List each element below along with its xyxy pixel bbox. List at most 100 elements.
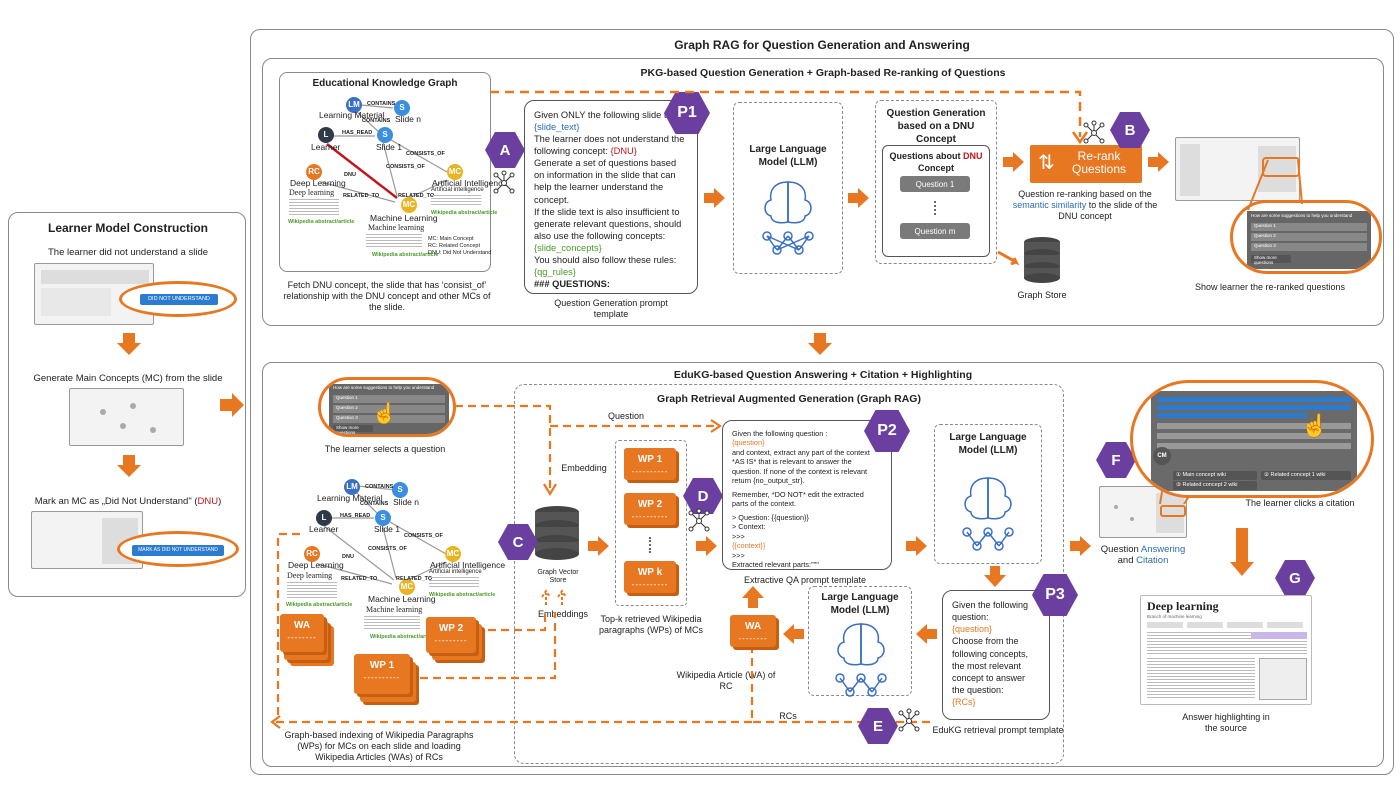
did-not-understand-button[interactable]: DID NOT UNDERSTAND <box>140 294 218 305</box>
select-question-oval: How are some suggestions to help you und… <box>318 377 456 437</box>
wp-k-card: WP k---------- <box>624 561 676 593</box>
wa-caption: Wikipedia Article (WA) of RC <box>676 670 776 691</box>
suggest-question-3[interactable]: Question 3 <box>1251 243 1367 251</box>
suggestions-oval: How are some suggestions to help you und… <box>1230 200 1382 274</box>
graph-icon-e <box>898 708 920 732</box>
llm-qa-icon <box>962 477 1014 551</box>
retrieval-prompt-box: Given the following question: {question}… <box>942 590 1050 720</box>
select-question-2[interactable]: Question 2 <box>333 405 445 413</box>
highlight-caption: Answer highlighting in the source <box>1182 712 1270 733</box>
citation-related-2[interactable]: ③ Related concept 2 wiki <box>1173 481 1257 490</box>
kg-edge-consists-of-1: CONSISTS_OF <box>406 151 445 157</box>
index-caption: Graph-based indexing of Wikipedia Paragr… <box>284 730 474 762</box>
badge-p2: P2 <box>864 410 910 452</box>
citation-panel: CM ① Main concept wiki ② Related concept… <box>1151 391 1357 491</box>
llm-retr-icon <box>835 623 887 697</box>
kg-edges-bottom <box>317 485 447 585</box>
suggest-more[interactable]: Show more questions <box>1251 255 1291 265</box>
suggest-question-2[interactable]: Question 2 <box>1251 233 1367 241</box>
kg2-node-lm: LM <box>344 479 360 495</box>
learner-model-step1: The learner did not understand a slide <box>47 247 209 258</box>
kg-text-deep-learning: Deep learning <box>289 188 335 197</box>
show-caption: Show learner the re-ranked questions <box>1194 282 1346 292</box>
fetch-caption: Fetch DNU concept, the slide that has ‘c… <box>283 280 491 312</box>
wp1-card-left: WP 1---------- <box>354 654 410 694</box>
kg-node-learner: L <box>318 127 334 143</box>
kg-wiki-lines-ml <box>366 234 422 248</box>
select-caption: The learner selects a question <box>324 444 446 454</box>
kg-label-learning-material: Learning Material <box>319 110 385 120</box>
citation-cm-avatar: CM <box>1153 447 1171 465</box>
topk-caption: Top-k retrieved Wikipedia paragraphs (WP… <box>598 614 704 635</box>
badge-e: E <box>858 708 898 744</box>
click-caption: The learner clicks a citation <box>1245 498 1355 508</box>
select-panel-title: How are some suggestions to help you und… <box>333 385 435 390</box>
arrow-rerank-to-show <box>1148 152 1169 172</box>
select-question-3[interactable]: Question 3 <box>333 415 445 423</box>
hand-cursor-icon: ☝ <box>372 403 397 425</box>
suggest-question-1[interactable]: Question 1 <box>1251 223 1367 231</box>
wiki-page: Deep learning Branch of machine learning <box>1140 595 1312 705</box>
kg2-label-deep-learning: Deep Learning <box>288 560 344 570</box>
kg-label-learner: Learner <box>311 142 341 152</box>
citation-main-concept[interactable]: ① Main concept wiki <box>1173 471 1257 480</box>
select-question-1[interactable]: Question 1 <box>333 395 445 403</box>
arrow-llm-down <box>984 566 1006 587</box>
kg-node-lm: LM <box>346 97 362 113</box>
arrow-wa-up <box>742 586 764 608</box>
kg-node-rc: RC <box>306 164 322 180</box>
kg-wiki-lines-ai <box>431 195 481 207</box>
arrow-qgen-to-store <box>997 250 1020 266</box>
kg2-wiki-lines-ml <box>364 616 420 630</box>
arrow-to-highlight <box>1230 528 1254 576</box>
llm-retr-box <box>808 586 912 696</box>
kg2-wiki-lines-ai <box>429 577 479 589</box>
select-more[interactable]: Show more questions <box>333 425 373 434</box>
kg2-edge-consists-of-1: CONSISTS_OF <box>404 533 443 539</box>
wiki-page-title: Deep learning <box>1147 599 1219 613</box>
kg-edge-related-to-1: RELATED_TO <box>343 193 380 199</box>
kg2-text-deep-learning: Deep learning <box>287 571 333 580</box>
graph-icon-d <box>688 508 710 532</box>
select-question-panel: How are some suggestions to help you und… <box>329 384 449 434</box>
llm-qa-label: Large Language Model (LLM) <box>949 432 1027 456</box>
kg2-text-ml: Machine learning <box>366 605 423 614</box>
kg-wiki-dl: Wikipedia abstract/article <box>288 219 355 225</box>
rerank-arrows-icon: ⇅ <box>1038 152 1055 174</box>
arrow-panel-down <box>808 333 832 355</box>
kg2-wiki-lines-dl <box>287 582 337 598</box>
wa-card-left: WA-------- <box>280 614 324 652</box>
wp-2-card: WP 2---------- <box>624 493 676 525</box>
mark-dnu-oval: MARK AS DID NOT UNDERSTAND <box>117 531 239 567</box>
kg2-edge-related-to-2: RELATED_TO <box>396 576 433 582</box>
question-label: Question <box>607 411 645 421</box>
dashed-question-path <box>455 404 722 497</box>
kg-label-ml: Machine Learning <box>370 213 438 223</box>
kg-wiki-ml: Wikipedia abstract/article <box>372 252 439 258</box>
arrow-prompt-to-llm <box>704 188 725 208</box>
questions-ellipsis <box>934 201 936 215</box>
wiki-page-subtitle: Branch of machine learning <box>1147 614 1202 619</box>
kg-edge-contains-1: CONTAINS <box>367 101 396 107</box>
kg2-node-learner: L <box>316 510 332 526</box>
arrow-llm-to-qgen <box>848 188 869 208</box>
wiki-highlight <box>1251 632 1307 639</box>
suggestions-title: How are some suggestions to help you und… <box>1251 213 1353 218</box>
qa-prompt-caption: Extractive QA prompt template <box>743 575 867 585</box>
graph-icon-a <box>493 170 515 194</box>
kg-edge-dnu: DNU <box>344 172 356 178</box>
mark-dnu-button[interactable]: MARK AS DID NOT UNDERSTAND <box>132 545 224 556</box>
kg2-node-slide-1: S <box>375 510 391 526</box>
graph-icon-b <box>1083 120 1105 144</box>
vector-store-icon <box>535 506 579 560</box>
citation-related-1[interactable]: ② Related concept 1 wiki <box>1261 471 1351 480</box>
dashed-kg-paths <box>276 532 557 720</box>
kg-wiki-ai: Wikipedia abstract/article <box>431 210 498 216</box>
citation-oval: CM ① Main concept wiki ② Related concept… <box>1130 380 1374 498</box>
kg2-edge-related-to-1: RELATED_TO <box>341 576 378 582</box>
ekg-title: Educational Knowledge Graph <box>312 78 458 89</box>
kg2-node-ml: MC <box>399 579 415 595</box>
